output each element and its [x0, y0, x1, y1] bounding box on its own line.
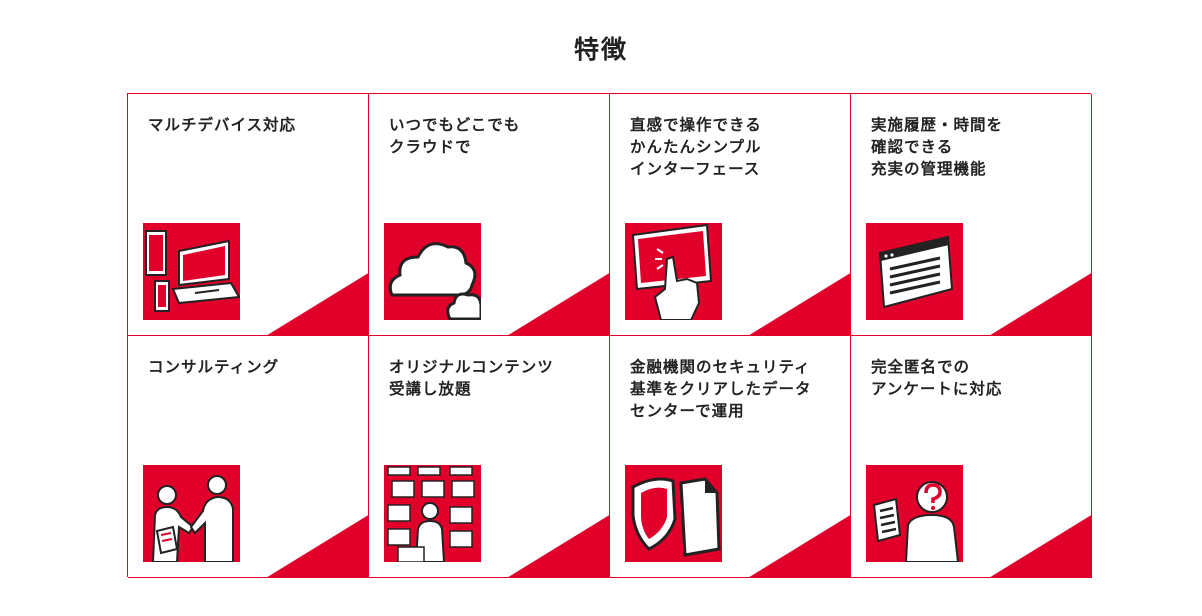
- feature-card-management: 実施履歴・時間を 確認できる 充実の管理機能: [851, 94, 1092, 336]
- feature-card-interface: 直感で操作できる かんたんシンプル インターフェース: [610, 94, 851, 336]
- corner-stripe: [749, 273, 850, 335]
- features-grid: マルチデバイス対応 いつでもどこでも クラウドで: [127, 93, 1092, 578]
- touch-screen-icon: [625, 223, 722, 320]
- devices-icon: [143, 223, 240, 320]
- feature-title: いつでもどこでも クラウドで: [389, 116, 521, 156]
- feature-card-cloud: いつでもどこでも クラウドで: [369, 94, 610, 336]
- feature-title: 直感で操作できる かんたんシンプル インターフェース: [630, 116, 762, 178]
- feature-card-contents: オリジナルコンテンツ 受講し放題: [369, 336, 610, 578]
- feature-title: 実施履歴・時間を 確認できる 充実の管理機能: [871, 116, 1004, 178]
- page-title: 特徴: [573, 35, 628, 64]
- corner-stripe: [508, 515, 609, 577]
- feature-card-security: 金融機関のセキュリティ 基準をクリアしたデータ センターで運用: [610, 336, 851, 578]
- contents-icon: [384, 465, 481, 562]
- corner-stripe: [990, 515, 1091, 577]
- management-list-icon: [866, 223, 963, 320]
- anonymous-survey-icon: [866, 465, 963, 562]
- feature-title: 完全匿名での アンケートに対応: [871, 358, 1003, 398]
- feature-card-anonymous-survey: 完全匿名での アンケートに対応: [851, 336, 1092, 578]
- feature-title: オリジナルコンテンツ 受講し放題: [389, 358, 554, 398]
- security-shield-icon: [625, 465, 722, 562]
- feature-title: コンサルティング: [148, 358, 280, 376]
- corner-stripe: [267, 273, 368, 335]
- handshake-icon: [143, 465, 240, 562]
- corner-stripe: [267, 515, 368, 577]
- feature-title: 金融機関のセキュリティ 基準をクリアしたデータ センターで運用: [630, 358, 812, 420]
- corner-stripe: [749, 515, 850, 577]
- cloud-icon: [384, 223, 481, 320]
- corner-stripe: [508, 273, 609, 335]
- feature-card-consulting: コンサルティング: [128, 336, 369, 578]
- corner-stripe: [990, 273, 1091, 335]
- feature-card-multi-device: マルチデバイス対応: [128, 94, 369, 336]
- feature-title: マルチデバイス対応: [148, 116, 297, 134]
